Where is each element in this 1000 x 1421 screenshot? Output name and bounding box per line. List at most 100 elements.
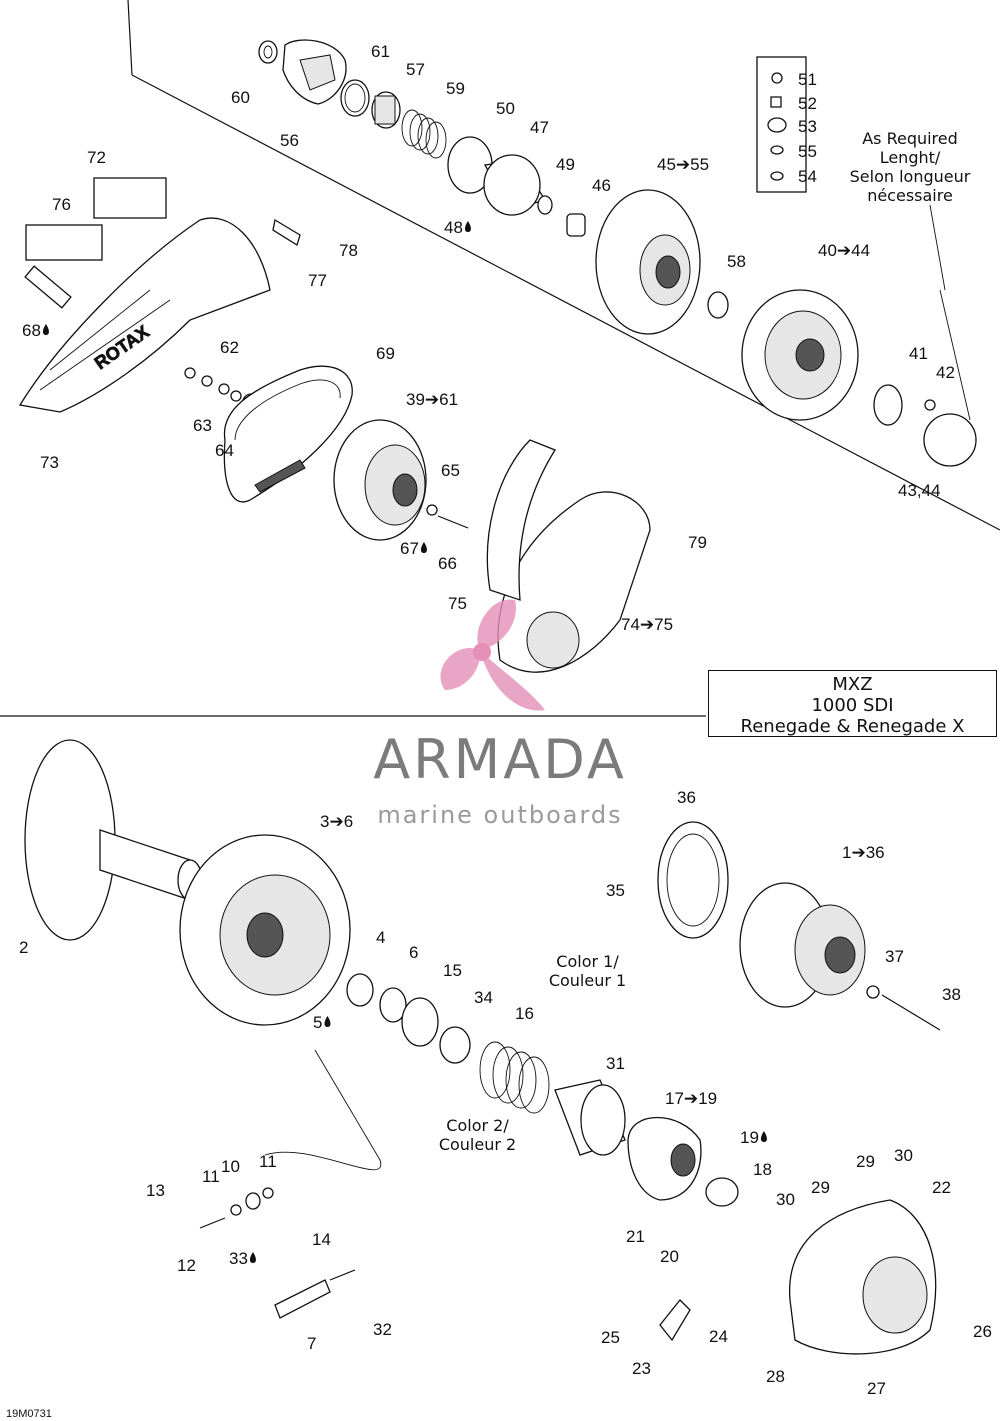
armada-logo (440, 599, 545, 711)
callout-26: 26 (973, 1322, 992, 1341)
model-line-2: 1000 SDI (811, 695, 894, 716)
color2-line-2: Couleur 2 (438, 1135, 517, 1154)
callout-25: 25 (601, 1328, 620, 1347)
callout-16: 16 (515, 1004, 534, 1023)
callout-29a: 29 (856, 1152, 875, 1171)
section-dividers (0, 0, 1000, 717)
callout-6: 6 (409, 943, 418, 962)
oil-drop-icon (42, 324, 49, 335)
as-required-line-3: Selon longueur (849, 167, 971, 186)
as-required-line-1: As Required (862, 129, 958, 148)
callout-12: 12 (177, 1256, 196, 1275)
callout-10: 10 (221, 1157, 240, 1176)
callout-72: 72 (87, 148, 106, 167)
watermark-tagline: marine outboards (377, 801, 623, 829)
callout-19: 19 (740, 1128, 759, 1147)
armada-logo-petal-3 (480, 650, 545, 711)
callout-59: 59 (446, 79, 465, 98)
model-line-1: MXZ (832, 674, 873, 695)
callout-35: 35 (606, 881, 625, 900)
drive-pulley-assembly (24, 739, 941, 1355)
callout-11b: 11 (259, 1152, 277, 1171)
callout-43-44: 43,44 (898, 481, 941, 500)
callout-13: 13 (146, 1181, 165, 1200)
callout-21: 21 (626, 1227, 645, 1246)
color2-note: Color 2/ Couleur 2 (420, 1116, 535, 1154)
callout-31: 31 (606, 1054, 625, 1073)
callout-61: 61 (371, 42, 390, 61)
callout-15: 15 (443, 961, 462, 980)
oil-drop-icon (420, 542, 427, 553)
oil-drop-icon (464, 221, 471, 232)
callout-5: 5 (313, 1013, 322, 1032)
callout-79: 79 (688, 533, 707, 552)
callout-labels: 6056615759504749464845➔55515253555440➔44… (19, 42, 992, 1398)
callout-30b: 30 (776, 1190, 795, 1209)
callout-20: 20 (660, 1247, 679, 1266)
callout-1-36: 1➔36 (842, 843, 885, 862)
as-required-note: As Required Lenght/ Selon longueur néces… (830, 129, 990, 205)
as-required-line-4: nécessaire (867, 186, 953, 205)
callout-40-44: 40➔44 (818, 241, 870, 260)
callout-49: 49 (556, 155, 575, 174)
callout-11a: 11 (202, 1167, 220, 1186)
callout-78: 78 (339, 241, 358, 260)
callout-17-19: 17➔19 (665, 1089, 717, 1108)
callout-76: 76 (52, 195, 71, 214)
driven-pulley-assembly (258, 39, 977, 467)
armada-logo-hub (473, 643, 491, 661)
callout-42: 42 (936, 363, 955, 382)
callout-33: 33 (229, 1249, 248, 1268)
armada-logo-petal-1 (477, 599, 516, 650)
callout-67: 67 (400, 539, 419, 558)
callout-4: 4 (376, 928, 385, 947)
callout-45-55: 45➔55 (657, 155, 709, 174)
callout-39-61: 39➔61 (406, 390, 458, 409)
callout-3-6: 3➔6 (320, 812, 353, 831)
callout-56: 56 (280, 131, 299, 150)
callout-29b: 29 (811, 1178, 830, 1197)
armada-logo-petal-2 (440, 648, 481, 690)
callout-51: 51 (798, 70, 817, 89)
callout-48: 48 (444, 218, 463, 237)
callout-58: 58 (727, 252, 746, 271)
watermark-name: ARMADA (373, 728, 627, 791)
callout-2: 2 (19, 938, 28, 957)
callout-41: 41 (909, 344, 928, 363)
callout-38: 38 (942, 985, 961, 1004)
callout-53: 53 (798, 117, 817, 136)
color1-line-2: Couleur 1 (548, 971, 627, 990)
callout-60: 60 (231, 88, 250, 107)
callout-62: 62 (220, 338, 239, 357)
callout-74-75: 74➔75 (621, 615, 673, 634)
callout-54: 54 (798, 167, 817, 186)
callout-50: 50 (496, 99, 515, 118)
callout-65: 65 (441, 461, 460, 480)
callout-37: 37 (885, 947, 904, 966)
as-required-line-2: Lenght/ (879, 148, 941, 167)
oil-drop-icon (760, 1131, 767, 1142)
callout-46: 46 (592, 176, 611, 195)
callout-18: 18 (753, 1160, 772, 1179)
callout-52: 52 (798, 94, 817, 113)
callout-66: 66 (438, 554, 457, 573)
callout-27: 27 (867, 1379, 886, 1398)
callout-69: 69 (376, 344, 395, 363)
callout-30a: 30 (894, 1146, 913, 1165)
callout-36: 36 (677, 788, 696, 807)
callout-14: 14 (312, 1230, 331, 1249)
callout-22: 22 (932, 1178, 951, 1197)
callout-63: 63 (193, 416, 212, 435)
oil-drop-icon (324, 1016, 331, 1027)
callout-73: 73 (40, 453, 59, 472)
callout-77: 77 (308, 271, 327, 290)
oil-drop-icon (249, 1252, 256, 1263)
callout-64: 64 (215, 441, 234, 460)
color1-line-1: Color 1/ (556, 952, 619, 971)
color2-line-1: Color 2/ (446, 1116, 509, 1135)
belt-and-pulley (223, 365, 651, 673)
callout-23: 23 (632, 1359, 651, 1378)
callout-57: 57 (406, 60, 425, 79)
callout-75: 75 (448, 594, 467, 613)
